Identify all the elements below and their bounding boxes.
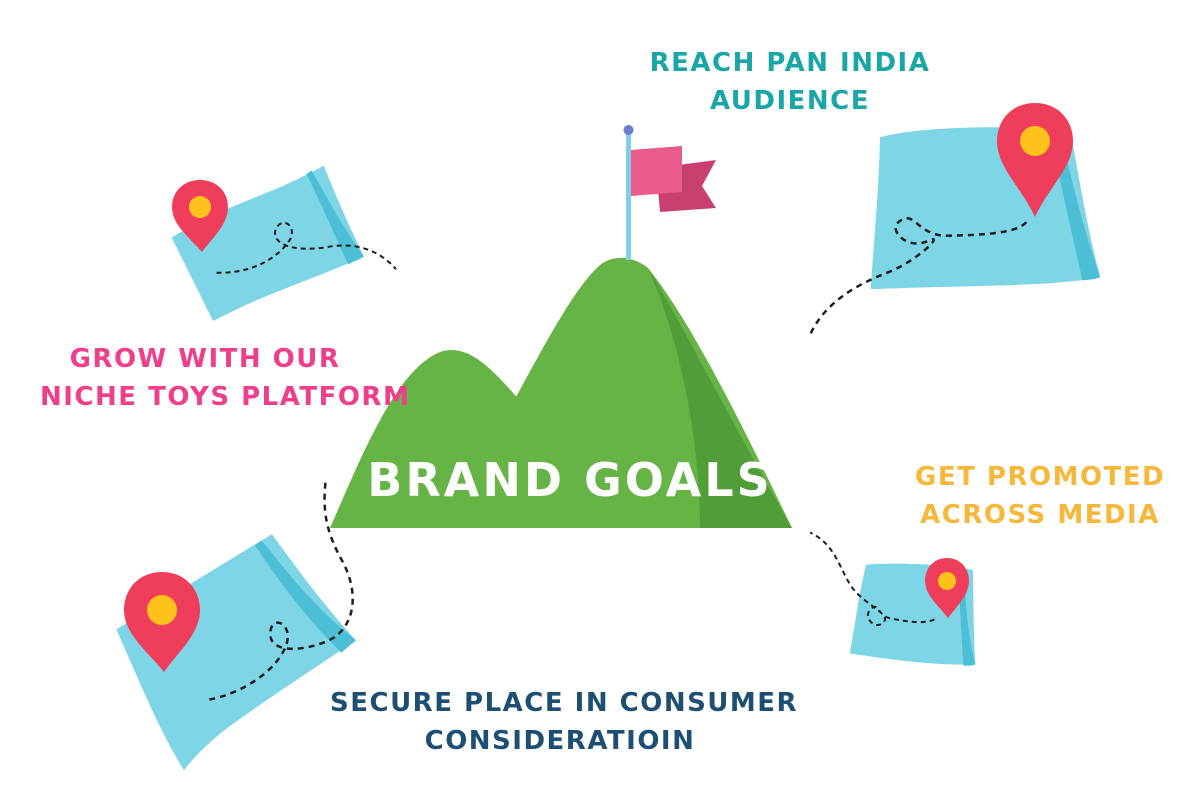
pin-body	[997, 103, 1073, 217]
goal-secure-line-2: CONSIDERATIOIN	[424, 726, 696, 756]
flag-pole	[626, 130, 631, 260]
goal-secure-line-1: SECURE PLACE IN CONSUMER	[330, 688, 799, 718]
location-pin-icon	[997, 103, 1073, 217]
map-icon	[171, 165, 397, 321]
pin-dot	[938, 572, 956, 590]
goal-grow-label: GROW WITH OUR NICHE TOYS PLATFORM	[40, 340, 411, 416]
map-sheet	[171, 165, 364, 321]
location-pin-icon	[172, 180, 228, 252]
pin-dot	[1020, 126, 1050, 156]
mountain-icon	[330, 257, 792, 528]
dashed-path-icon	[216, 221, 397, 274]
pin-dot	[189, 196, 211, 218]
goal-promote-label: GET PROMOTED ACROSS MEDIA	[915, 458, 1165, 534]
center-title: BRAND GOALS	[367, 453, 773, 507]
dashed-path-icon	[807, 217, 1028, 339]
flag-icon	[623, 125, 716, 260]
goal-reach-label: REACH PAN INDIA AUDIENCE	[640, 44, 940, 120]
goal-reach-line-2: AUDIENCE	[709, 86, 871, 116]
location-pin-icon	[925, 558, 969, 618]
location-pin-icon	[124, 572, 200, 672]
flag-pole-knob	[623, 125, 634, 135]
goal-secure-label: SECURE PLACE IN CONSUMER CONSIDERATIOIN	[330, 684, 799, 760]
pin-dot	[147, 595, 177, 625]
goal-grow-line-2: NICHE TOYS PLATFORM	[40, 382, 411, 412]
flag-front	[631, 146, 682, 196]
goal-promote-line-1: GET PROMOTED	[915, 462, 1166, 492]
map-fold	[306, 170, 364, 265]
goal-reach-line-1: REACH PAN INDIA	[649, 48, 931, 78]
dashed-path-icon	[209, 479, 354, 701]
map-fold	[254, 540, 356, 653]
goal-grow-line-1: GROW WITH OUR	[69, 344, 341, 374]
mountain-shadow	[648, 268, 792, 528]
dashed-path-icon	[809, 531, 935, 626]
goal-promote-line-2: ACROSS MEDIA	[920, 500, 1160, 530]
